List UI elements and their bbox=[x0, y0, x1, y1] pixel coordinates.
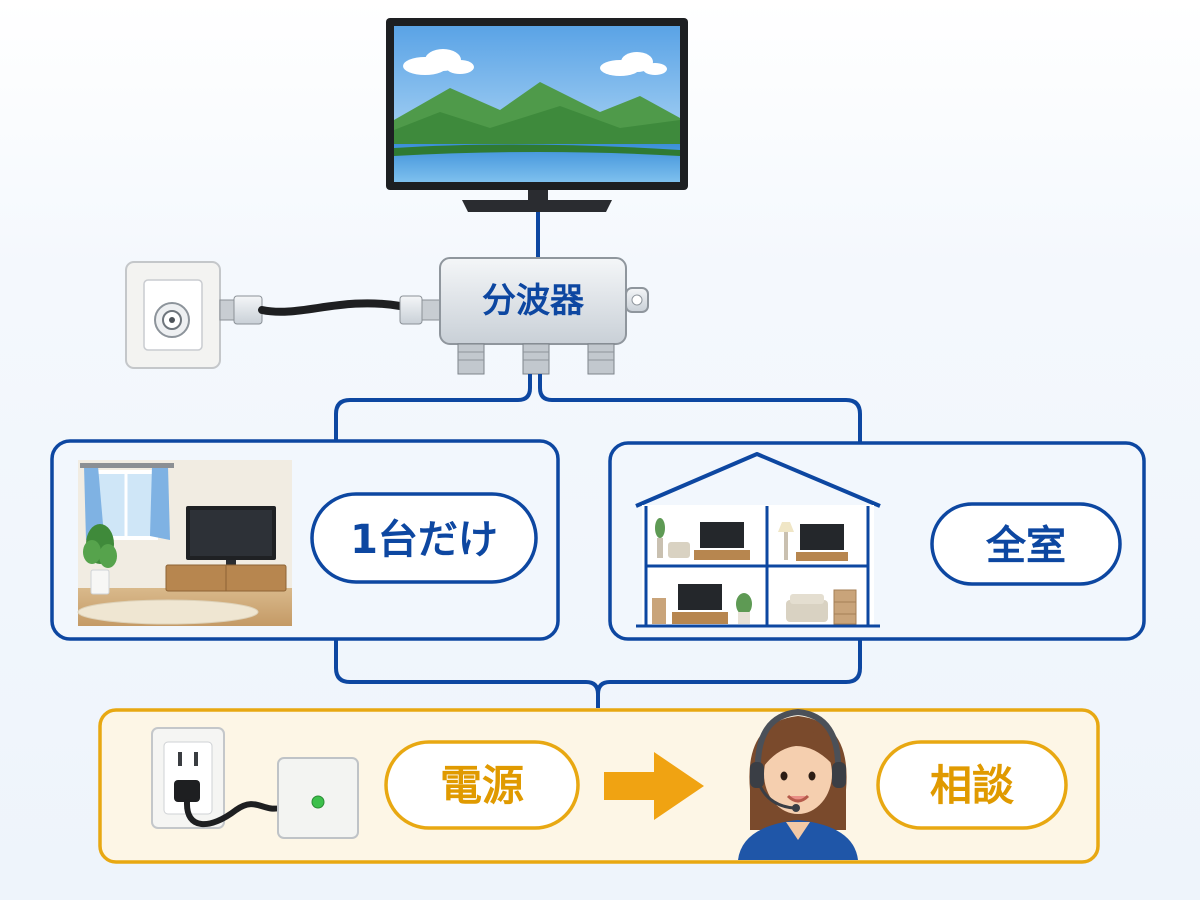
coax-cable-icon bbox=[219, 295, 441, 325]
all-rooms-pill bbox=[930, 502, 1122, 586]
television-icon bbox=[386, 18, 688, 212]
branch-line-right bbox=[538, 374, 862, 442]
power-cord-icon bbox=[183, 799, 283, 827]
antenna-outlet-icon bbox=[125, 261, 221, 369]
power-outlet-icon bbox=[151, 727, 225, 829]
power-pill bbox=[384, 740, 580, 830]
support-operator-icon bbox=[738, 708, 858, 860]
merge-line-right bbox=[596, 639, 862, 695]
merge-line-left bbox=[334, 639, 600, 708]
power-label: 電源 bbox=[440, 761, 524, 810]
all-rooms-label: 全室 bbox=[985, 523, 1066, 569]
single-room-pill bbox=[310, 492, 538, 584]
splitter-label: 分波器 bbox=[482, 281, 585, 321]
living-room-icon bbox=[77, 460, 292, 626]
house-icon bbox=[635, 452, 881, 628]
arrow-right-icon bbox=[604, 752, 704, 820]
consult-label: 相談 bbox=[930, 761, 1014, 810]
single-room-label: 1台だけ bbox=[350, 517, 498, 563]
splitter-device bbox=[439, 257, 649, 375]
consult-pill bbox=[876, 740, 1068, 830]
branch-line-left bbox=[334, 374, 532, 440]
power-box-icon bbox=[277, 757, 359, 839]
